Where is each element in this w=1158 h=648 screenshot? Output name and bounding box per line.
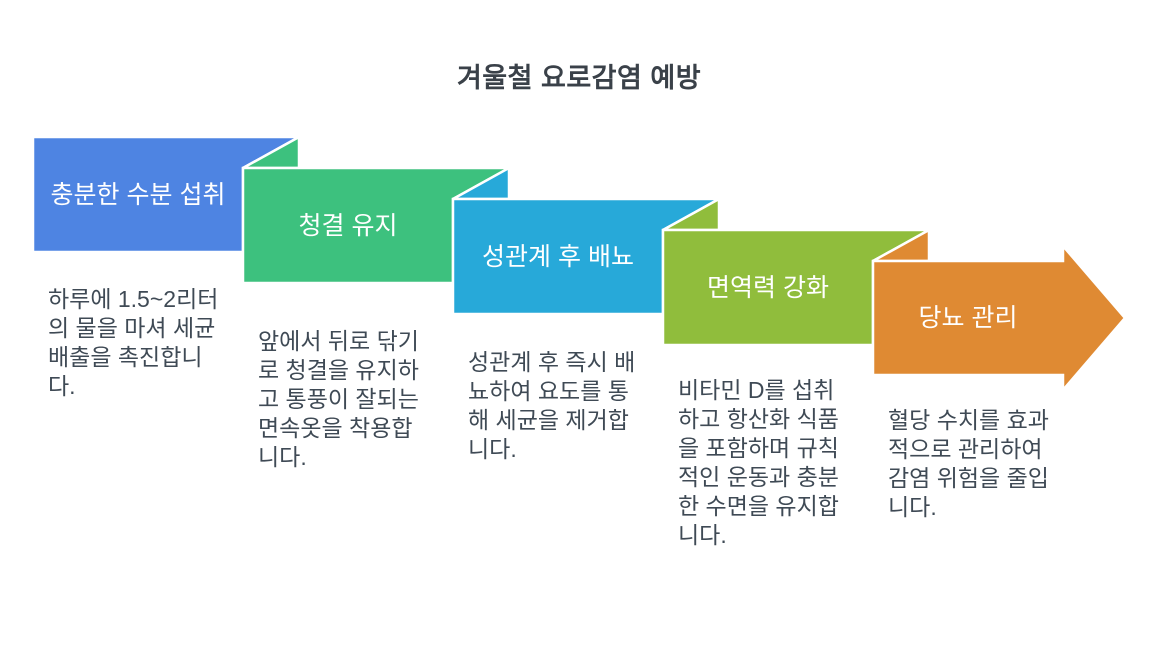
step-3-label: 성관계 후 배뇨 — [482, 242, 634, 271]
step-1-label: 충분한 수분 섭취 — [50, 180, 226, 209]
step-2-label: 청결 유지 — [298, 211, 398, 240]
step-4-description: 비타민 D를 섭취하고 항산화 식품을 포함하며 규칙적인 운동과 충분한 수면… — [678, 377, 839, 548]
step-2-description: 앞에서 뒤로 닦기로 청결을 유지하고 통풍이 잘되는 면속옷을 착용합니다. — [258, 328, 419, 470]
step-1-description: 하루에 1.5~2리터의 물을 마셔 세균 배출을 촉진합니다. — [48, 286, 219, 399]
step-4-label: 면역력 강화 — [707, 273, 829, 302]
step-5-description: 혈당 수치를 효과적으로 관리하여 감염 위험을 줄입니다. — [888, 407, 1049, 520]
step-5-label: 당뇨 관리 — [918, 304, 1018, 332]
diagram-title: 겨울철 요로감염 예방 — [456, 63, 702, 93]
step-5-arrow-shape — [871, 242, 1127, 394]
step-3-description: 성관계 후 즉시 배뇨하여 요도를 통해 세균을 제거합니다. — [468, 349, 636, 462]
